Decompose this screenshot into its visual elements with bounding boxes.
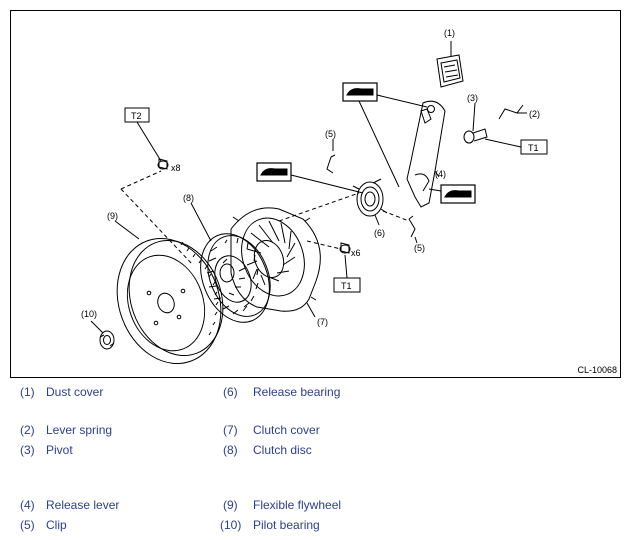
legend-num: (10) xyxy=(220,518,242,532)
legend-text: Pivot xyxy=(46,443,73,457)
clip-part-upper xyxy=(326,154,336,174)
legend-num: (9) xyxy=(223,498,238,512)
callout-3: (3) xyxy=(467,93,478,103)
pilot-bearing-part xyxy=(99,330,115,350)
release-lever-part xyxy=(406,100,446,208)
callout-1: (1) xyxy=(444,28,455,38)
torque-label-t2: T2 xyxy=(131,111,142,121)
legend-item-7: (7) Clutch cover xyxy=(223,423,320,437)
legend-num: (7) xyxy=(223,423,238,437)
clutch-cover-part xyxy=(230,207,321,312)
legend-num: (6) xyxy=(223,385,238,399)
clutch-disc-part xyxy=(200,233,271,323)
pivot-part xyxy=(463,128,488,144)
flexible-flywheel-part xyxy=(116,237,224,365)
legend-text: Flexible flywheel xyxy=(253,498,342,512)
legend-text: Pilot bearing xyxy=(253,518,320,532)
legend-text: Clutch cover xyxy=(253,423,320,437)
legend-num: (1) xyxy=(20,385,35,399)
torque-label-t1-bottom: T1 xyxy=(341,281,352,291)
grease-symbol-3 xyxy=(440,184,476,204)
callout-8: (8) xyxy=(183,193,194,203)
legend-item-1: (1) Dust cover xyxy=(20,385,103,399)
legend-item-10: (10) Pilot bearing xyxy=(220,518,320,532)
lever-spring-part xyxy=(498,104,524,120)
callout-6: (6) xyxy=(374,228,385,238)
legend-text: Release lever xyxy=(46,498,120,512)
qty-label-x8: x8 xyxy=(171,163,181,173)
legend-num: (5) xyxy=(20,518,35,532)
flywheel-bolt-part xyxy=(157,158,169,170)
legend-num: (4) xyxy=(20,498,35,512)
callout-5-upper: (5) xyxy=(325,129,336,139)
cover-bolt-part xyxy=(339,242,351,254)
legend-item-8: (8) Clutch disc xyxy=(223,443,312,457)
callout-5-lower: (5) xyxy=(414,243,425,253)
callout-10: (10) xyxy=(81,309,97,319)
legend-text: Dust cover xyxy=(46,385,104,399)
callout-7: (7) xyxy=(317,317,328,327)
release-bearing-part xyxy=(352,178,388,217)
legend-item-9: (9) Flexible flywheel xyxy=(223,498,341,512)
callout-2: (2) xyxy=(529,109,540,119)
callout-9: (9) xyxy=(107,211,118,221)
legend-item-2: (2) Lever spring xyxy=(20,423,112,437)
legend-text: Clip xyxy=(46,518,67,532)
legend-num: (2) xyxy=(20,423,35,437)
grease-symbol-2 xyxy=(256,162,292,182)
callout-4: (4) xyxy=(435,169,446,179)
legend-text: Lever spring xyxy=(46,423,113,437)
qty-label-x6: x6 xyxy=(351,248,361,258)
legend-item-3: (3) Pivot xyxy=(20,443,73,457)
clip-part-lower xyxy=(408,215,416,238)
legend-num: (8) xyxy=(223,443,238,457)
legend-text: Release bearing xyxy=(253,385,341,399)
dust-cover-part xyxy=(436,54,464,88)
figure-id: CL-10068 xyxy=(577,365,617,375)
legend-item-5: (5) Clip xyxy=(20,518,67,532)
exploded-view-diagram: (1) (2) (3) (4) (5) (5) (6) (7) (8) (9) … xyxy=(10,10,621,378)
grease-symbol-1 xyxy=(342,82,378,102)
legend-num: (3) xyxy=(20,443,35,457)
legend-item-4: (4) Release lever xyxy=(20,498,119,512)
legend-text: Clutch disc xyxy=(253,443,312,457)
legend-item-6: (6) Release bearing xyxy=(223,385,340,399)
torque-label-t1-right: T1 xyxy=(528,143,539,153)
